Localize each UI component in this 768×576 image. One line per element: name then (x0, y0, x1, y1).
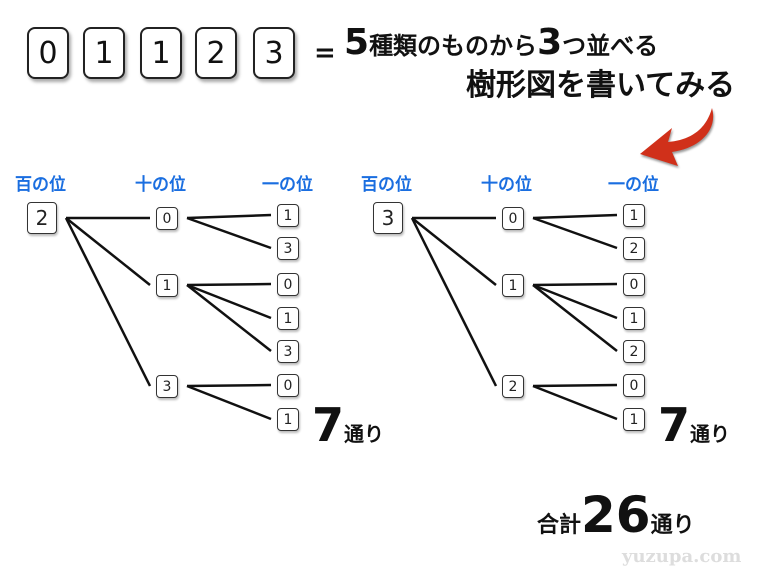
digit-card: 1 (140, 27, 182, 79)
tens-node: 0 (502, 207, 524, 230)
ones-node: 0 (277, 374, 299, 397)
ones-node: 1 (623, 408, 645, 431)
title-num-5: 5 (344, 22, 370, 63)
ones-node: 1 (277, 408, 299, 431)
ones-node: 0 (623, 374, 645, 397)
ones-node: 0 (277, 273, 299, 296)
ones-node: 3 (277, 340, 299, 363)
digit-card: 2 (195, 27, 237, 79)
ones-node: 1 (277, 204, 299, 227)
count-num: 7 (658, 398, 691, 452)
ones-node: 3 (277, 237, 299, 260)
ones-node: 1 (623, 204, 645, 227)
root-node: 3 (373, 202, 403, 234)
ones-node: 2 (623, 340, 645, 363)
count-num: 7 (312, 398, 345, 452)
branch-line (186, 213, 272, 220)
branch-line (532, 284, 618, 352)
branch-line (64, 217, 152, 387)
title-line-1: 5種類のものから3つ並べる (344, 22, 658, 63)
branch-line (186, 283, 272, 320)
equals-sign: = (314, 38, 336, 68)
title-text: 種類のものから (369, 32, 538, 60)
digit-card: 0 (27, 27, 69, 79)
branch-line (411, 217, 497, 286)
tree-count: 7通り (658, 398, 730, 452)
arrow-icon (640, 108, 714, 166)
total-prefix: 合計 (537, 513, 582, 538)
branch-line (532, 384, 618, 421)
branch-line (186, 383, 272, 388)
root-node: 2 (27, 202, 57, 234)
branch-line (532, 283, 618, 320)
title-num-3: 3 (537, 22, 563, 63)
branch-line (532, 282, 618, 287)
watermark: yuzupa.com (622, 546, 742, 567)
tens-node: 1 (156, 274, 178, 297)
count-unit: 通り (690, 422, 731, 446)
tens-node: 0 (156, 207, 178, 230)
digit-card: 3 (253, 27, 295, 79)
title-text: つ並べる (562, 32, 659, 60)
branch-line (532, 213, 618, 220)
total-unit: 通り (650, 513, 695, 538)
tens-node: 2 (502, 375, 524, 398)
column-header: 百の位 (361, 175, 412, 195)
column-header: 一の位 (262, 175, 313, 195)
total-count: 合計26通り (537, 486, 695, 544)
column-header: 十の位 (135, 175, 186, 195)
title-line-2: 樹形図を書いてみる (466, 68, 736, 103)
branch-line (410, 217, 498, 387)
column-header: 百の位 (15, 175, 66, 195)
tens-node: 3 (156, 375, 178, 398)
ones-node: 2 (623, 237, 645, 260)
branch-line (186, 384, 272, 421)
ones-node: 0 (623, 273, 645, 296)
ones-node: 1 (277, 307, 299, 330)
total-num: 26 (581, 486, 651, 544)
count-unit: 通り (344, 422, 385, 446)
column-header: 一の位 (608, 175, 659, 195)
digit-card: 1 (83, 27, 125, 79)
branch-line (532, 216, 618, 250)
branch-line (532, 383, 618, 388)
column-header: 十の位 (481, 175, 532, 195)
tens-node: 1 (502, 274, 524, 297)
branch-line (65, 217, 151, 286)
ones-node: 1 (623, 307, 645, 330)
branch-line (186, 284, 272, 352)
branch-line (186, 216, 272, 250)
tree-count: 7通り (312, 398, 384, 452)
branch-line (186, 282, 272, 287)
